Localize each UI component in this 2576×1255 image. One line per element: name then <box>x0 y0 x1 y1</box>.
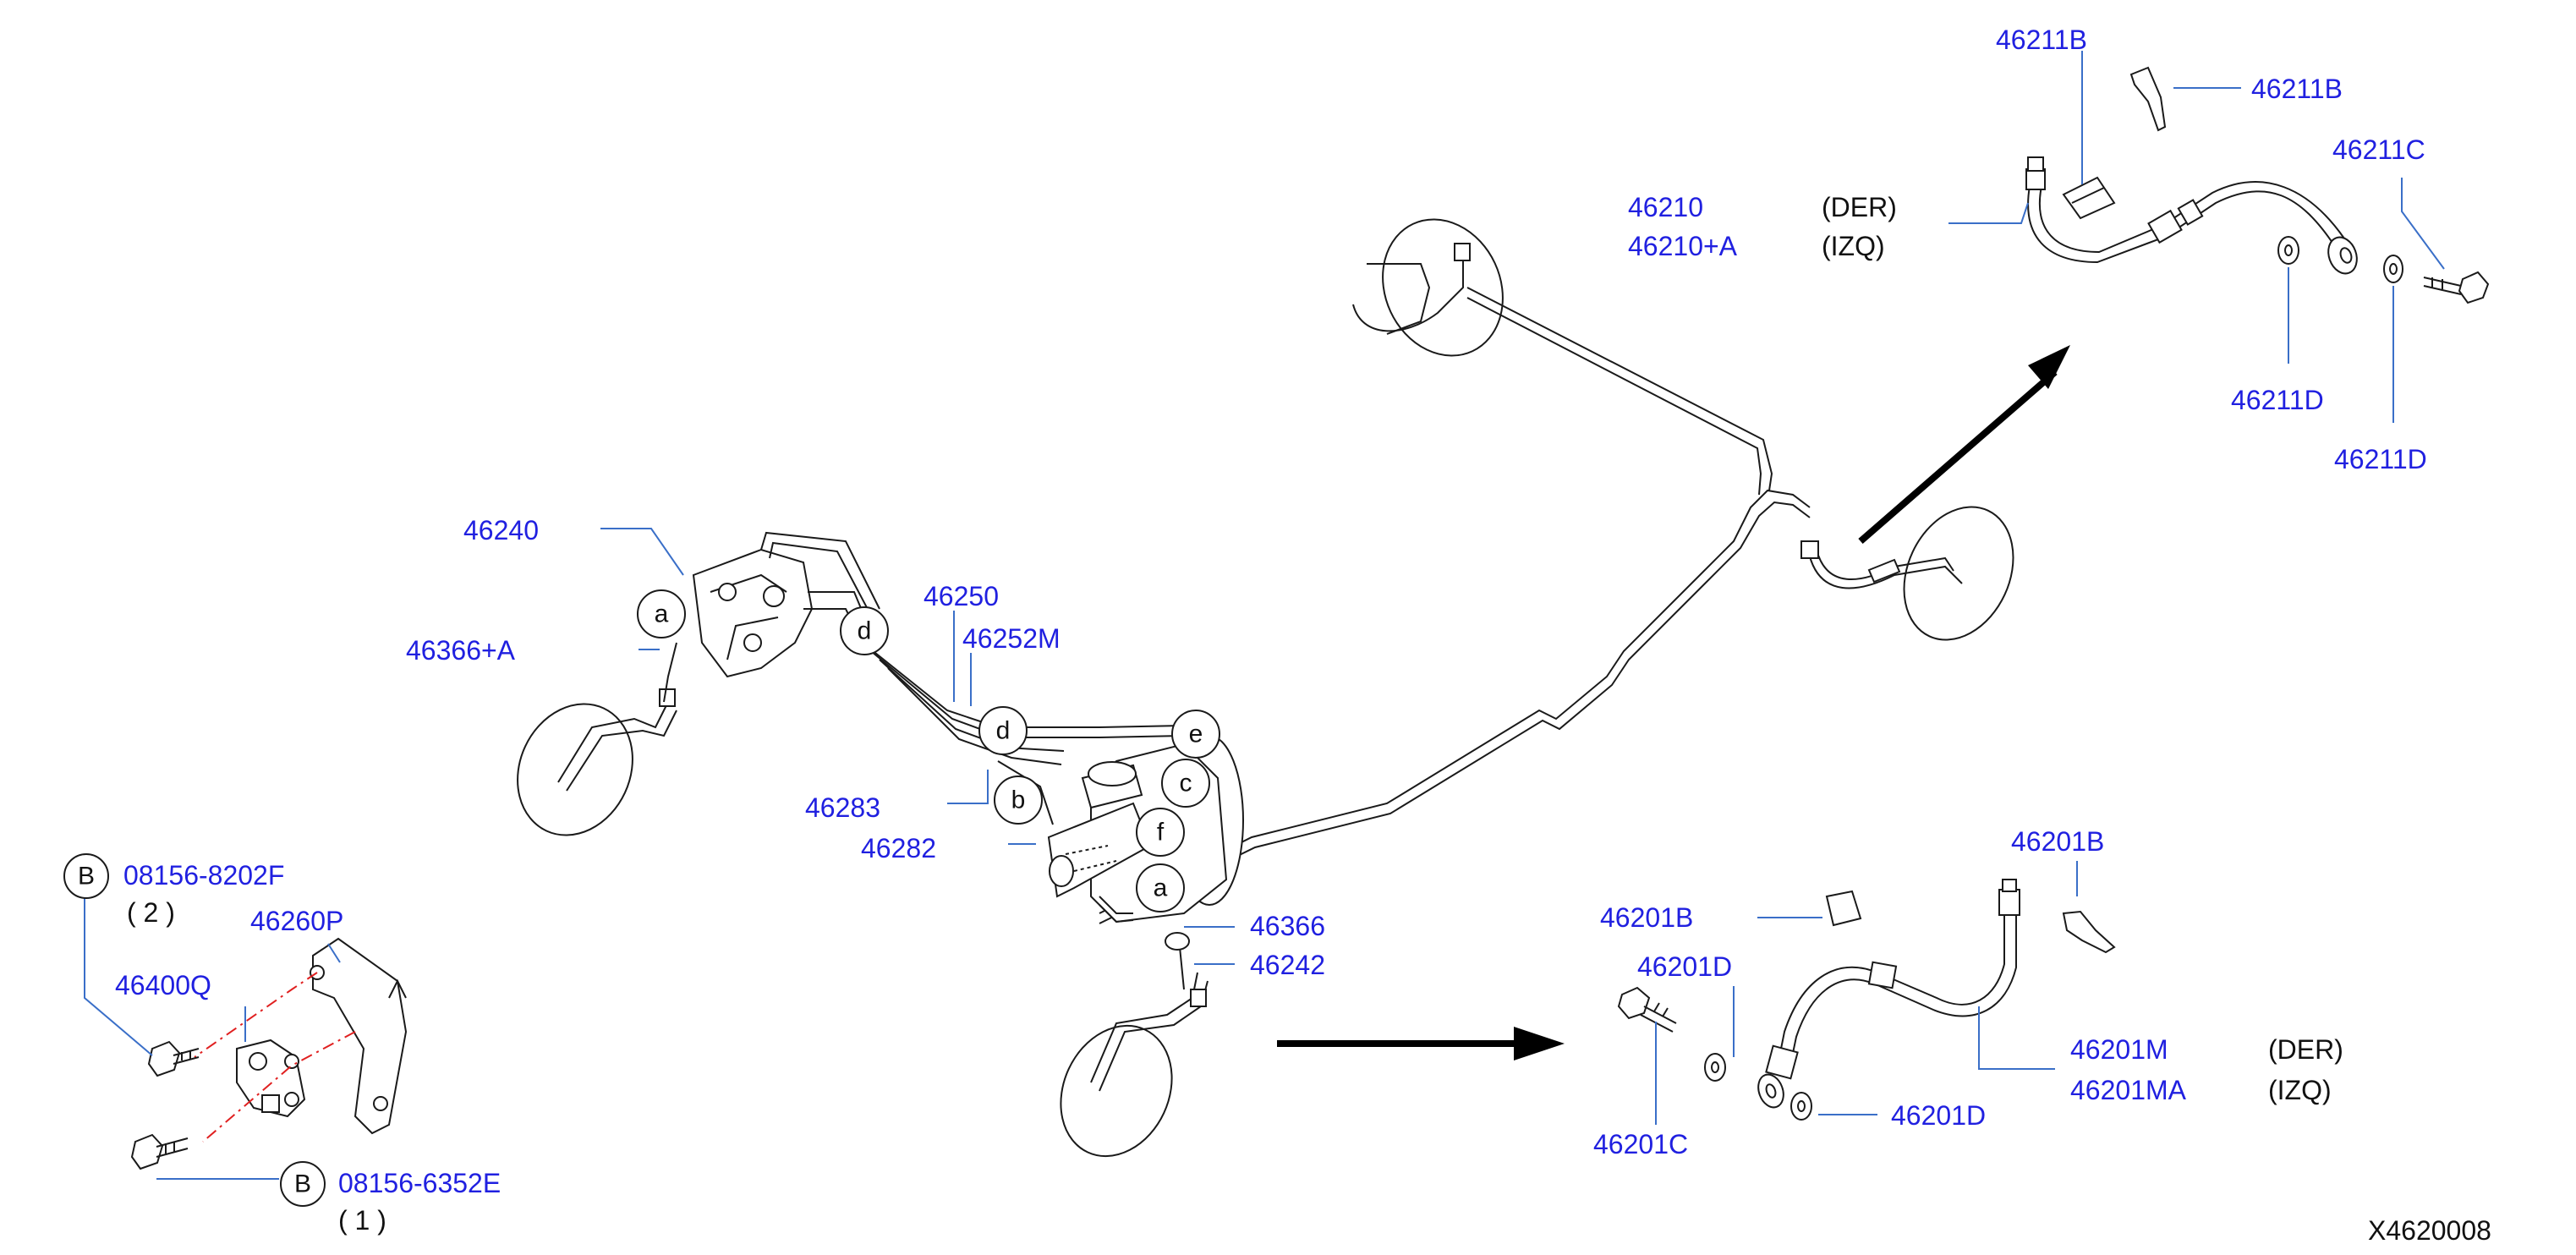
label-46201M: 46201M <box>2070 1034 2168 1065</box>
svg-text:B: B <box>78 863 95 891</box>
front-right-brake-disc <box>1352 218 1504 357</box>
label-izq-bottom: (IZQ) <box>2268 1075 2332 1105</box>
svg-text:b: b <box>1011 786 1026 814</box>
rear-right-brake-disc <box>1800 506 2014 641</box>
label-46201B-right: 46201B <box>2011 826 2104 857</box>
label-46201B-left: 46201B <box>1600 902 1693 933</box>
label-46211D-a: 46211D <box>2231 385 2324 415</box>
label-46211D-b: 46211D <box>2334 444 2427 474</box>
label-qty-1: ( 1 ) <box>338 1205 386 1236</box>
callout-f: f <box>1136 808 1185 857</box>
callout-e: e <box>1171 710 1220 759</box>
label-der-top: (DER) <box>1822 192 1897 222</box>
label-46240: 46240 <box>463 515 539 545</box>
svg-text:c: c <box>1180 770 1192 797</box>
label-46242: 46242 <box>1250 950 1325 980</box>
label-46201C: 46201C <box>1593 1129 1688 1159</box>
label-46201D-bottom: 46201D <box>1891 1100 1986 1131</box>
svg-text:B: B <box>294 1170 311 1198</box>
svg-text:d: d <box>996 717 1011 745</box>
label-08156-8202F: 08156-8202F <box>123 860 284 891</box>
label-46210: 46210 <box>1628 192 1703 222</box>
label-08156-6352E: 08156-6352E <box>338 1168 501 1198</box>
label-46400Q: 46400Q <box>115 970 211 1000</box>
rear-left-brake-disc <box>1060 932 1209 1158</box>
label-izq-top: (IZQ) <box>1822 231 1885 261</box>
label-46201MA: 46201MA <box>2070 1075 2187 1105</box>
front-hose-detail <box>1617 879 2116 1121</box>
main-brake-pipe <box>1099 287 1811 924</box>
label-46282: 46282 <box>861 833 936 863</box>
bolt-upper <box>147 1040 200 1077</box>
callout-B-lower: B <box>280 1161 326 1207</box>
bolt-lower <box>130 1133 189 1170</box>
label-46366A: 46366+A <box>406 635 516 666</box>
label-qty-2: ( 2 ) <box>127 897 175 928</box>
label-46283: 46283 <box>805 792 880 823</box>
front-left-brake-disc <box>517 688 677 836</box>
label-46211B-clip: 46211B <box>2251 74 2343 104</box>
callout-d-abs: d <box>840 606 889 655</box>
label-46260P: 46260P <box>250 906 343 936</box>
callout-a-master: a <box>1136 863 1185 912</box>
direction-arrows <box>1277 345 2070 1060</box>
svg-text:d: d <box>858 617 872 645</box>
label-46252M: 46252M <box>962 623 1061 654</box>
proportioning-valve-bracket <box>130 937 408 1170</box>
label-46210A: 46210+A <box>1628 231 1738 261</box>
part-labels: 46211B 46211B 46211C 46210 46210+A (DER)… <box>115 25 2491 1246</box>
label-46211C: 46211C <box>2332 134 2425 165</box>
diagram-id: X4620008 <box>2368 1215 2491 1246</box>
callout-d-pipes: d <box>978 706 1028 755</box>
label-der-bottom: (DER) <box>2268 1034 2343 1065</box>
svg-text:e: e <box>1189 721 1203 748</box>
label-46211B-top: 46211B <box>1996 25 2087 55</box>
label-46250: 46250 <box>924 581 999 611</box>
label-46366: 46366 <box>1250 911 1325 941</box>
callout-c: c <box>1161 759 1210 808</box>
svg-text:a: a <box>655 600 669 628</box>
callout-a-abs: a <box>637 589 686 638</box>
rear-hose-detail <box>2025 66 2490 304</box>
svg-text:a: a <box>1154 874 1168 902</box>
svg-text:f: f <box>1157 819 1165 847</box>
label-46201D-top: 46201D <box>1637 951 1732 982</box>
callout-b: b <box>994 775 1043 825</box>
leader-lines <box>84 51 2445 1180</box>
callout-B-upper: B <box>63 853 109 899</box>
